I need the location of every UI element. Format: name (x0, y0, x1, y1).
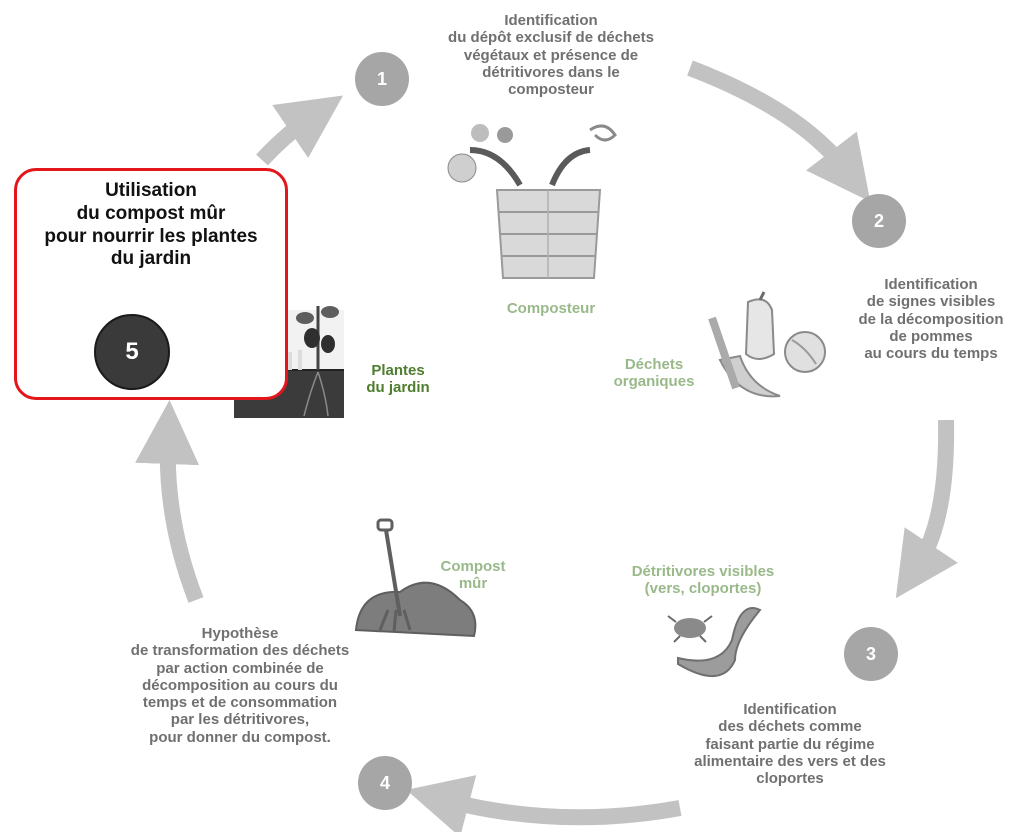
composter-icon (447, 124, 617, 279)
step-4-text: Hypothèse de transformation des déchets … (130, 625, 350, 746)
detritivores-icon (667, 607, 762, 678)
arrow-5-to-1 (256, 95, 344, 166)
organic-waste-icon (708, 291, 826, 398)
detritivores-label: Détritivores visibles (vers, cloportes) (631, 563, 775, 598)
step-5-text: Utilisation du compost mûr pour nourrir … (44, 180, 258, 270)
organic-waste-label: Déchets organiques (613, 356, 695, 391)
step-1-text: Identification du dépôt exclusif de déch… (448, 12, 654, 98)
mature-compost-label: Compost mûr (440, 558, 506, 593)
arrow-2-to-3 (895, 419, 958, 599)
step-3-number: 3 (844, 627, 898, 681)
arrow-4-to-5 (135, 400, 204, 603)
step-2-text: Identification de signes visibles de la … (858, 276, 1004, 362)
arrow-3-to-4 (406, 775, 682, 832)
step-4-number: 4 (358, 756, 412, 810)
step-3-text: Identification des déchets comme faisant… (694, 701, 886, 787)
composter-label: Composteur (506, 300, 596, 317)
step-5-number: 5 (94, 314, 170, 390)
step-1-number: 1 (355, 52, 409, 106)
step-2-number: 2 (852, 194, 906, 248)
arrow-1-to-2 (687, 60, 871, 202)
garden-plants-label: Plantes du jardin (366, 362, 430, 397)
mature-compost-icon (354, 518, 477, 638)
